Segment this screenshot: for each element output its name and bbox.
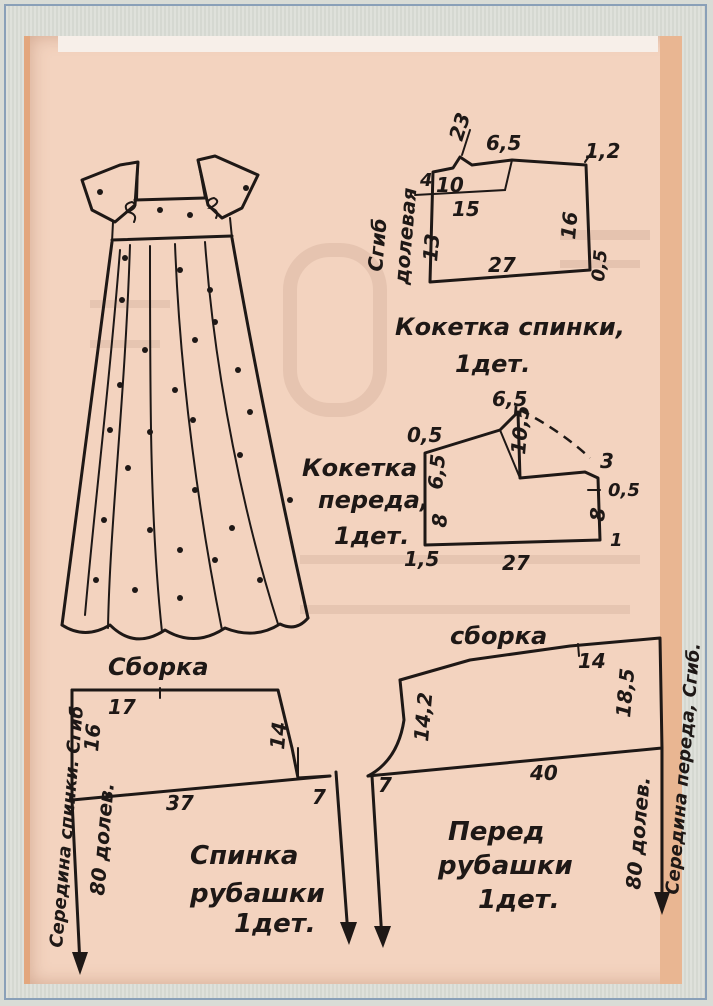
back-yoke-dim-23: 23 [444,110,475,144]
front-bodice-gather-label: сборка [450,622,547,650]
back-bodice-pattern [70,687,357,975]
back-bodice-fold-label: Середина спинки. Сгиб [46,705,88,948]
front-bodice-pattern [366,636,670,948]
front-yoke-dim-6-5-top: 6,5 [492,387,527,411]
back-yoke-title: Кокетка спинки, [395,313,625,341]
front-yoke-title-2: переда, [318,486,429,514]
front-yoke-pattern [423,408,602,547]
paper-edge-right [660,36,682,984]
front-yoke-dim-27: 27 [502,551,530,575]
bleed-through [90,230,650,614]
front-bodice-dim-40: 40 [529,761,558,785]
back-yoke-grain-label: долевая [389,186,421,286]
back-yoke-dim-27: 27 [488,253,516,277]
back-yoke-dim-16: 16 [556,211,582,241]
dress-illustration [60,154,310,641]
back-yoke-fold-label: Сгиб [363,217,392,272]
back-bodice-dim-17: 17 [108,695,136,719]
front-bodice-dim-18-5: 18,5 [611,667,639,718]
front-yoke-dim-6-5-side: 6,5 [423,453,450,490]
back-yoke-dim-0-5: 0,5 [588,249,612,283]
front-bodice-count: 1дет. [478,885,560,915]
front-yoke-dim-10-5: 10,5 [506,404,534,455]
front-bodice-dims: сборка 14 14,2 18,5 40 7 Середина переда… [378,622,705,915]
front-yoke-dims: 6,5 0,5 6,5 10,5 3 0,5 8 8 1 1,5 27 Коке… [302,387,640,575]
back-yoke-dim-1-2: 1,2 [585,139,620,163]
back-bodice-dims: Сборка 17 16 14 37 7 Середина спинки. Сг… [46,653,326,948]
back-yoke-count: 1дет. [455,350,530,378]
front-yoke-count: 1дет. [334,522,409,550]
front-bodice-grain-label: 80 долев. [621,776,655,891]
front-bodice-fold-label: Середина переда, Сгиб. [662,642,705,896]
paper-sheet [30,36,682,984]
back-bodice-dim-14: 14 [265,721,291,751]
back-yoke-dims: 23 6,5 1,2 4 10 15 13 16 27 0,5 Сгиб дол… [363,110,625,378]
back-yoke-dim-13: 13 [418,233,444,263]
front-bodice-dim-7: 7 [378,773,392,797]
front-bodice-title-1: Перед [448,817,545,847]
back-yoke-pattern [414,129,593,284]
front-bodice-dim-14-2: 14,2 [409,691,437,742]
paper-top-highlight [58,36,658,52]
front-yoke-dim-0-5-right: 0,5 [608,480,640,501]
back-yoke-dim-10: 10 [436,173,464,197]
front-yoke-dim-3: 3 [600,449,614,473]
back-bodice-gather-label: Сборка [108,653,209,681]
back-yoke-dim-15: 15 [452,197,480,221]
back-yoke-dim-4: 4 [419,170,433,191]
front-yoke-dim-8-right: 8 [585,506,610,522]
front-yoke-title-1: Кокетка [302,454,417,482]
front-yoke-dim-1-5: 1,5 [404,547,439,571]
back-bodice-title-2: рубашки [189,879,325,909]
back-bodice-dim-16: 16 [79,723,105,753]
back-bodice-dim-7: 7 [312,785,326,809]
front-yoke-dim-0-5: 0,5 [407,423,442,447]
front-yoke-dim-8-left: 8 [427,512,452,528]
back-yoke-dim-6-5: 6,5 [486,131,521,155]
back-bodice-count: 1дет. [234,909,316,939]
front-yoke-dim-1: 1 [610,530,623,551]
back-bodice-dim-37: 37 [166,791,194,815]
front-bodice-dim-14: 14 [578,649,606,673]
back-bodice-title-1: Спинка [190,841,298,871]
front-bodice-title-2: рубашки [437,851,573,881]
